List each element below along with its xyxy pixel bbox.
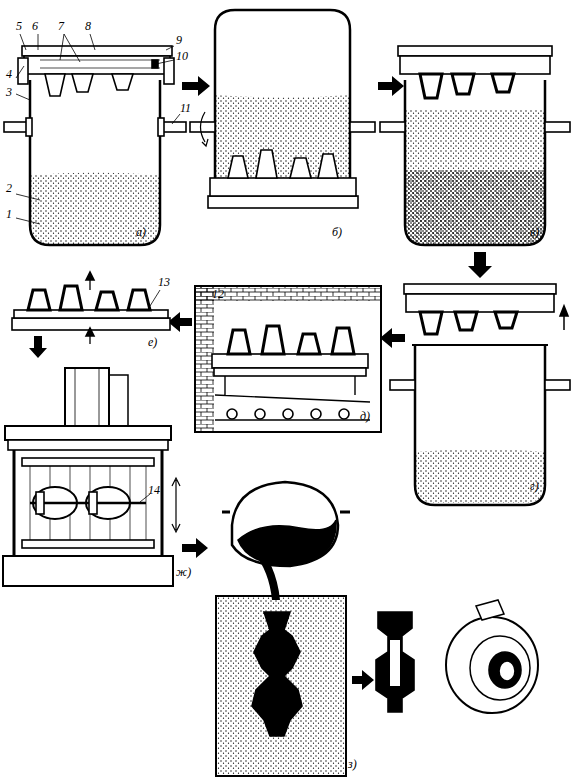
panel-letter: з) — [348, 758, 357, 771]
flow-arrow — [29, 336, 47, 358]
casting-wheel — [446, 600, 538, 713]
panel-letter: д) — [360, 410, 370, 423]
callout-number: 7 — [58, 20, 64, 33]
panel-letter: ж) — [176, 566, 191, 579]
callout-number: 14 — [148, 484, 160, 497]
panel-b — [190, 10, 375, 208]
panel-c — [380, 46, 570, 245]
callout-number: 5 — [16, 20, 22, 33]
panel-e — [12, 272, 170, 344]
panel-zh — [3, 368, 180, 586]
flow-arrow — [168, 312, 192, 332]
panel-letter: е) — [148, 336, 157, 349]
callout-number: 9 — [176, 34, 182, 47]
callout-number: 4 — [6, 68, 12, 81]
callout-number: 6 — [32, 20, 38, 33]
callout-number: 1 — [6, 208, 12, 221]
panel-letter: а) — [136, 226, 146, 239]
panel-letter: в) — [530, 226, 539, 239]
flow-arrow — [378, 76, 404, 96]
callout-number: 2 — [6, 182, 12, 195]
casting — [376, 612, 414, 712]
panel-a — [4, 34, 186, 245]
panel-d — [195, 286, 381, 432]
flow-arrow — [182, 538, 208, 558]
flow-arrow — [182, 76, 210, 96]
callout-number: 10 — [176, 50, 188, 63]
callout-number: 8 — [85, 20, 91, 33]
callout-number: 13 — [158, 276, 170, 289]
flow-arrow — [380, 328, 405, 348]
panel-z — [216, 482, 350, 776]
callout-number: 11 — [180, 102, 191, 115]
flow-arrow — [352, 670, 374, 690]
callout-number: 12 — [212, 288, 224, 301]
callout-number: 3 — [6, 86, 12, 99]
panel-g — [390, 284, 570, 505]
panel-letter: г) — [530, 480, 539, 493]
flow-arrow — [468, 252, 492, 278]
panel-letter: б) — [332, 226, 342, 239]
